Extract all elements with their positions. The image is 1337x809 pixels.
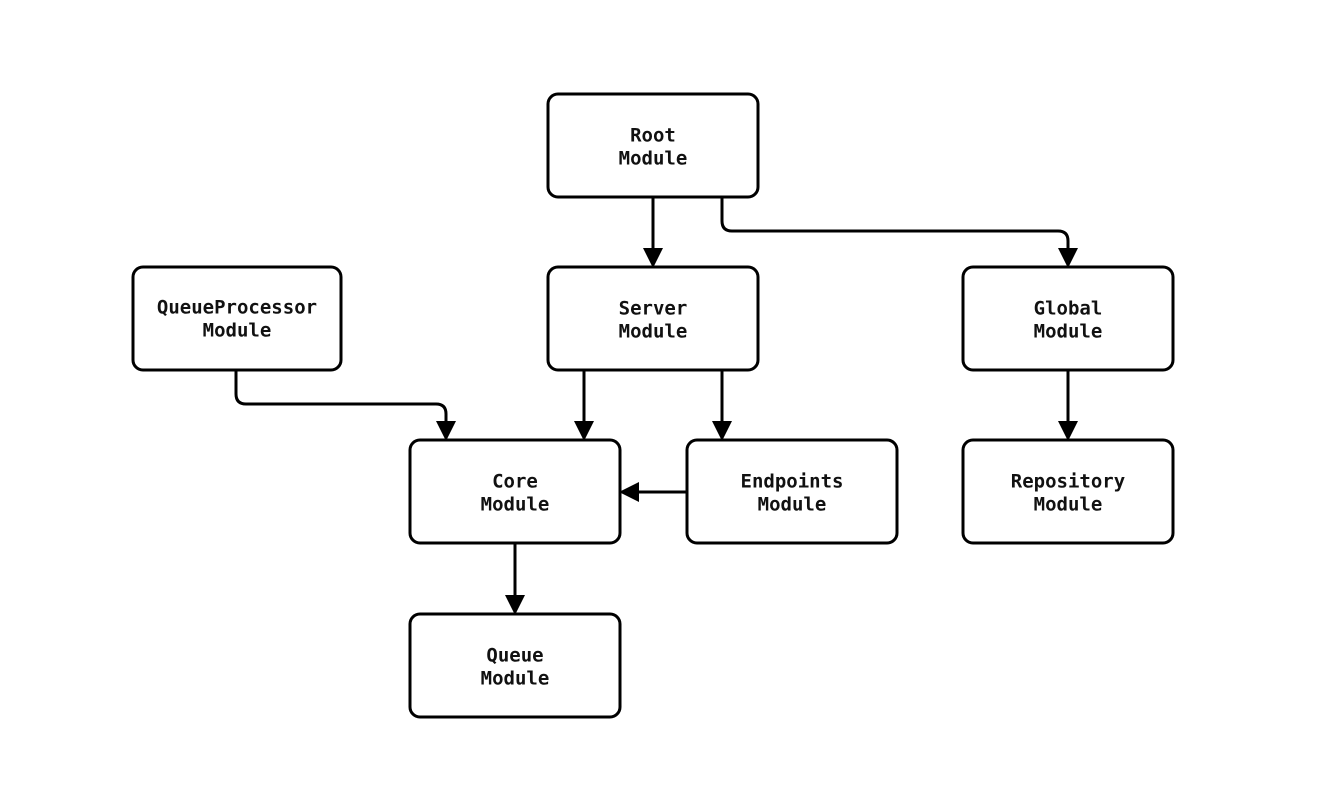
node-core-module-label-line2: Module bbox=[481, 494, 550, 516]
node-queue-module-label-line1: Queue bbox=[486, 645, 543, 667]
node-queue-module-label-line2: Module bbox=[481, 668, 550, 690]
node-repository-module-label-line1: Repository bbox=[1011, 471, 1125, 493]
node-global-module-label-line2: Module bbox=[1034, 321, 1103, 343]
node-root-module[interactable]: Root Module bbox=[548, 94, 758, 197]
node-core-module-label-line1: Core bbox=[492, 471, 538, 493]
node-global-module-label-line1: Global bbox=[1034, 298, 1103, 320]
edge-root-to-global bbox=[722, 197, 1078, 268]
edge-endpoints-to-core-arrowhead bbox=[619, 482, 639, 502]
node-endpoints-module[interactable]: Endpoints Module bbox=[687, 440, 897, 543]
edge-server-to-core-arrowhead bbox=[574, 421, 594, 441]
edge-global-to-repository bbox=[1058, 370, 1078, 441]
edge-core-to-queue bbox=[505, 543, 525, 615]
node-endpoints-module-label-line1: Endpoints bbox=[741, 471, 844, 493]
edge-root-to-global-line bbox=[722, 197, 1068, 254]
edge-server-to-core bbox=[574, 370, 594, 441]
edge-global-to-repository-arrowhead bbox=[1058, 421, 1078, 441]
edge-server-to-endpoints bbox=[712, 370, 732, 441]
node-queueprocessor-module-box[interactable] bbox=[133, 267, 341, 370]
node-queueprocessor-module-label-line2: Module bbox=[203, 320, 272, 342]
node-server-module-label-line1: Server bbox=[619, 298, 688, 320]
node-repository-module-label-line2: Module bbox=[1034, 494, 1103, 516]
edge-core-to-queue-arrowhead bbox=[505, 595, 525, 615]
edge-queueprocessor-to-core-arrowhead bbox=[436, 421, 456, 441]
node-core-module[interactable]: Core Module bbox=[410, 440, 620, 543]
edge-root-to-global-arrowhead bbox=[1058, 248, 1078, 268]
edge-server-to-endpoints-arrowhead bbox=[712, 421, 732, 441]
edge-endpoints-to-core bbox=[619, 482, 687, 502]
node-endpoints-module-label-line2: Module bbox=[758, 494, 827, 516]
node-global-module[interactable]: Global Module bbox=[963, 267, 1173, 370]
node-root-module-label-line2: Module bbox=[619, 148, 688, 170]
node-root-module-label-line1: Root bbox=[630, 125, 676, 147]
node-queueprocessor-module[interactable]: QueueProcessor Module bbox=[133, 267, 341, 370]
node-server-module-label-line2: Module bbox=[619, 321, 688, 343]
edge-queueprocessor-to-core bbox=[236, 370, 456, 441]
node-repository-module[interactable]: Repository Module bbox=[963, 440, 1173, 543]
node-queue-module[interactable]: Queue Module bbox=[410, 614, 620, 717]
edge-root-to-server bbox=[643, 197, 663, 268]
edge-root-to-server-arrowhead bbox=[643, 248, 663, 268]
node-queueprocessor-module-label-line1: QueueProcessor bbox=[157, 297, 317, 319]
node-server-module[interactable]: Server Module bbox=[548, 267, 758, 370]
edge-queueprocessor-to-core-line bbox=[236, 370, 446, 427]
